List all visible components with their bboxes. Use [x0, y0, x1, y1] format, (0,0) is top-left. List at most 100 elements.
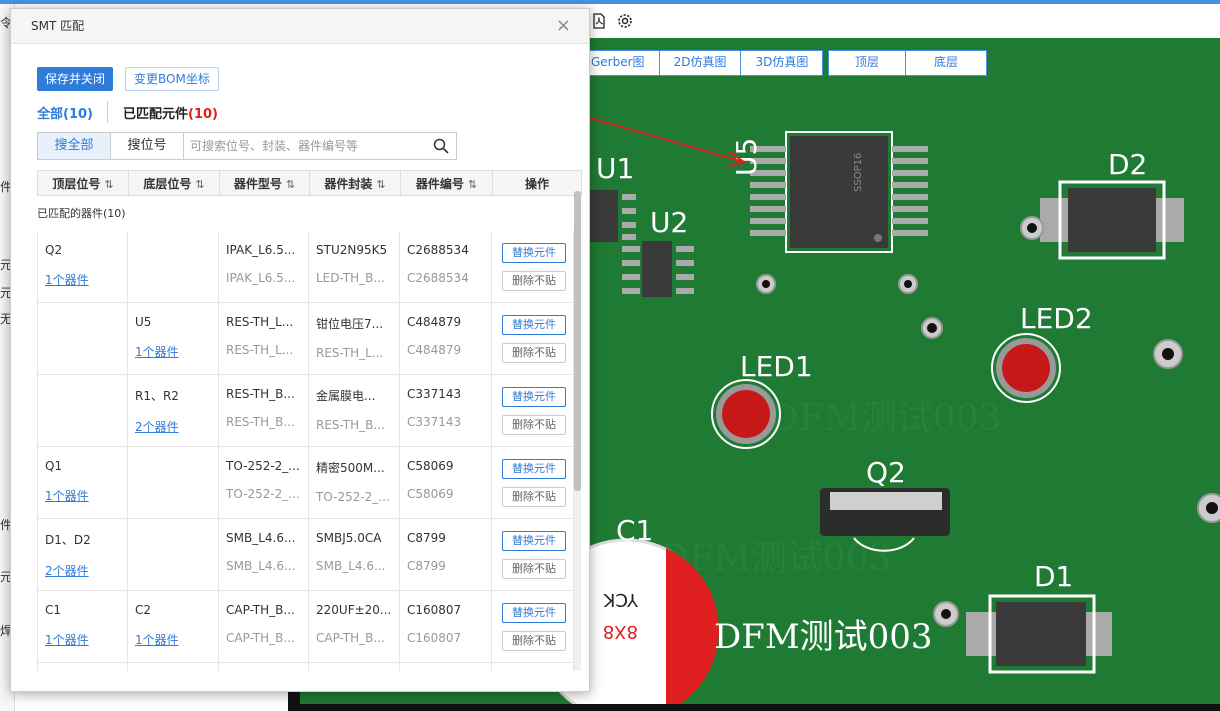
replace-part-button[interactable]: 替换元件 [502, 531, 566, 551]
chip-u2 [622, 241, 694, 297]
replace-part-button[interactable]: 替换元件 [502, 315, 566, 335]
bottom-ref-count-link[interactable]: 2个器件 [135, 420, 179, 434]
search-input[interactable] [184, 133, 426, 159]
bottom-ref-count-link[interactable]: 1个器件 [135, 345, 179, 359]
designator-u1: U1 [596, 152, 634, 185]
designator-q2: Q2 [866, 456, 906, 489]
column-top-ref[interactable]: 顶层位号⇅ [37, 170, 129, 196]
top-ref-text: Q1 [45, 459, 63, 473]
led-2 [991, 333, 1061, 403]
replace-part-button[interactable]: 替换元件 [502, 243, 566, 263]
cell-actions: 替换元件删除不贴 [492, 231, 574, 302]
component-table-header: 顶层位号⇅ 底层位号⇅ 器件型号⇅ 器件封装⇅ 器件编号⇅ 操作 [37, 170, 582, 196]
cell-package: 钳位电压7...RES-TH_L... [309, 303, 400, 374]
remove-no-place-button[interactable]: 删除不贴 [502, 343, 566, 363]
sort-icon[interactable]: ⇅ [467, 177, 478, 191]
transistor-q2 [820, 488, 950, 552]
top-ref-count-link[interactable]: 1个器件 [45, 273, 89, 287]
package-text: SMBJ5.0CA [316, 531, 382, 545]
replace-part-button[interactable]: 替换元件 [502, 387, 566, 407]
designator-d1: D1 [1034, 560, 1073, 593]
remove-no-place-button[interactable]: 删除不贴 [502, 487, 566, 507]
cell-model: RES-TH_B...RES-TH_B... [219, 375, 309, 446]
remove-no-place-button[interactable]: 删除不贴 [502, 415, 566, 435]
pdf-icon[interactable] [591, 13, 607, 29]
top-ref-count-link[interactable]: 2个器件 [45, 564, 89, 578]
package-text-secondary: SMB_L4.6... [316, 559, 386, 573]
model-text: SMB_L4.6... [226, 531, 296, 545]
sidebar-fragment: 元 [0, 570, 13, 584]
diode-d2 [1040, 180, 1184, 260]
designator-led1: LED1 [740, 350, 813, 383]
package-text-secondary: RES-TH_L... [316, 346, 384, 360]
cell-package: 金属膜电...RES-TH_B... [309, 375, 400, 446]
watermark-text: DFM测试003 [770, 398, 1001, 439]
cell-package: 220UF±20...CAP-TH_B... [309, 591, 400, 662]
cell-package: 精密500M...TO-252-2_... [309, 447, 400, 518]
filter-matched[interactable]: 已匹配元件(10) [123, 103, 218, 122]
search-tab-ref[interactable]: 搜位号 [111, 133, 184, 159]
sort-icon[interactable]: ⇅ [195, 177, 205, 191]
replace-part-button[interactable]: 替换元件 [502, 603, 566, 623]
filter-all[interactable]: 全部(10) [37, 103, 93, 122]
search-icon[interactable] [426, 133, 456, 159]
remove-no-place-button[interactable]: 删除不贴 [502, 559, 566, 579]
remove-no-place-button[interactable]: 删除不贴 [502, 271, 566, 291]
column-model[interactable]: 器件型号⇅ [219, 170, 310, 196]
replace-part-button[interactable]: 替换元件 [502, 459, 566, 479]
designator-d2: D2 [1108, 148, 1147, 181]
model-text-secondary: RES-TH_B... [226, 415, 295, 429]
tab-gerber[interactable]: Gerber图 [577, 51, 660, 75]
sidebar-fragment: 令 [0, 16, 13, 30]
sort-icon[interactable]: ⇅ [104, 177, 114, 191]
save-close-button[interactable]: 保存并关闭 [37, 67, 114, 91]
gear-icon[interactable] [617, 13, 633, 29]
tab-top-layer[interactable]: 顶层 [829, 51, 907, 75]
tab-3d-sim[interactable]: 3D仿真图 [755, 55, 809, 69]
sidebar-fragment: 焊 [0, 624, 13, 638]
remove-no-place-button[interactable]: 删除不贴 [502, 631, 566, 651]
top-ref-count-link[interactable]: 1个器件 [45, 489, 89, 503]
tab-2d-sim[interactable]: 2D仿真图 [660, 51, 742, 75]
column-part-number[interactable]: 器件编号⇅ [400, 170, 493, 196]
part-number-secondary: C484879 [407, 343, 462, 357]
top-ref-text: Q2 [45, 243, 63, 257]
cell-top-ref: Q2 1个器件 [37, 231, 128, 302]
tab-bottom-layer[interactable]: 底层 [934, 55, 959, 69]
viewer-toolbar [588, 4, 1220, 38]
part-number-text: C484879 [407, 315, 462, 329]
cell-model: CAP-TH_B...CAP-TH_B... [219, 591, 309, 662]
sidebar-fragment: 元 [0, 286, 13, 300]
change-bom-button[interactable]: 变更BOM坐标 [125, 67, 219, 91]
part-number-text: C2688534 [407, 243, 469, 257]
close-icon[interactable]: × [555, 15, 571, 36]
cell-actions: 替换元件删除不贴 [492, 447, 574, 518]
column-bottom-ref[interactable]: 底层位号⇅ [128, 170, 220, 196]
bottom-ref-count-link[interactable]: 1个器件 [135, 633, 179, 647]
search-tab-all[interactable]: 搜全部 [38, 133, 111, 159]
package-text-secondary: LED-TH_B... [316, 271, 385, 285]
top-ref-count-link[interactable]: 1个器件 [45, 633, 89, 647]
designator-led2: LED2 [1020, 302, 1093, 335]
model-text-secondary: TO-252-2_... [226, 487, 300, 501]
sort-icon[interactable]: ⇅ [376, 177, 386, 191]
column-package[interactable]: 器件封装⇅ [309, 170, 401, 196]
sort-icon[interactable]: ⇅ [285, 177, 296, 191]
scrollbar-thumb[interactable] [574, 191, 581, 491]
model-text-secondary: RES-TH_L... [226, 343, 294, 357]
cell-actions: 替换元件删除不贴 [492, 303, 574, 374]
cell-actions: 替换元件删除不贴 [492, 591, 574, 662]
table-scrollbar[interactable] [574, 191, 581, 671]
